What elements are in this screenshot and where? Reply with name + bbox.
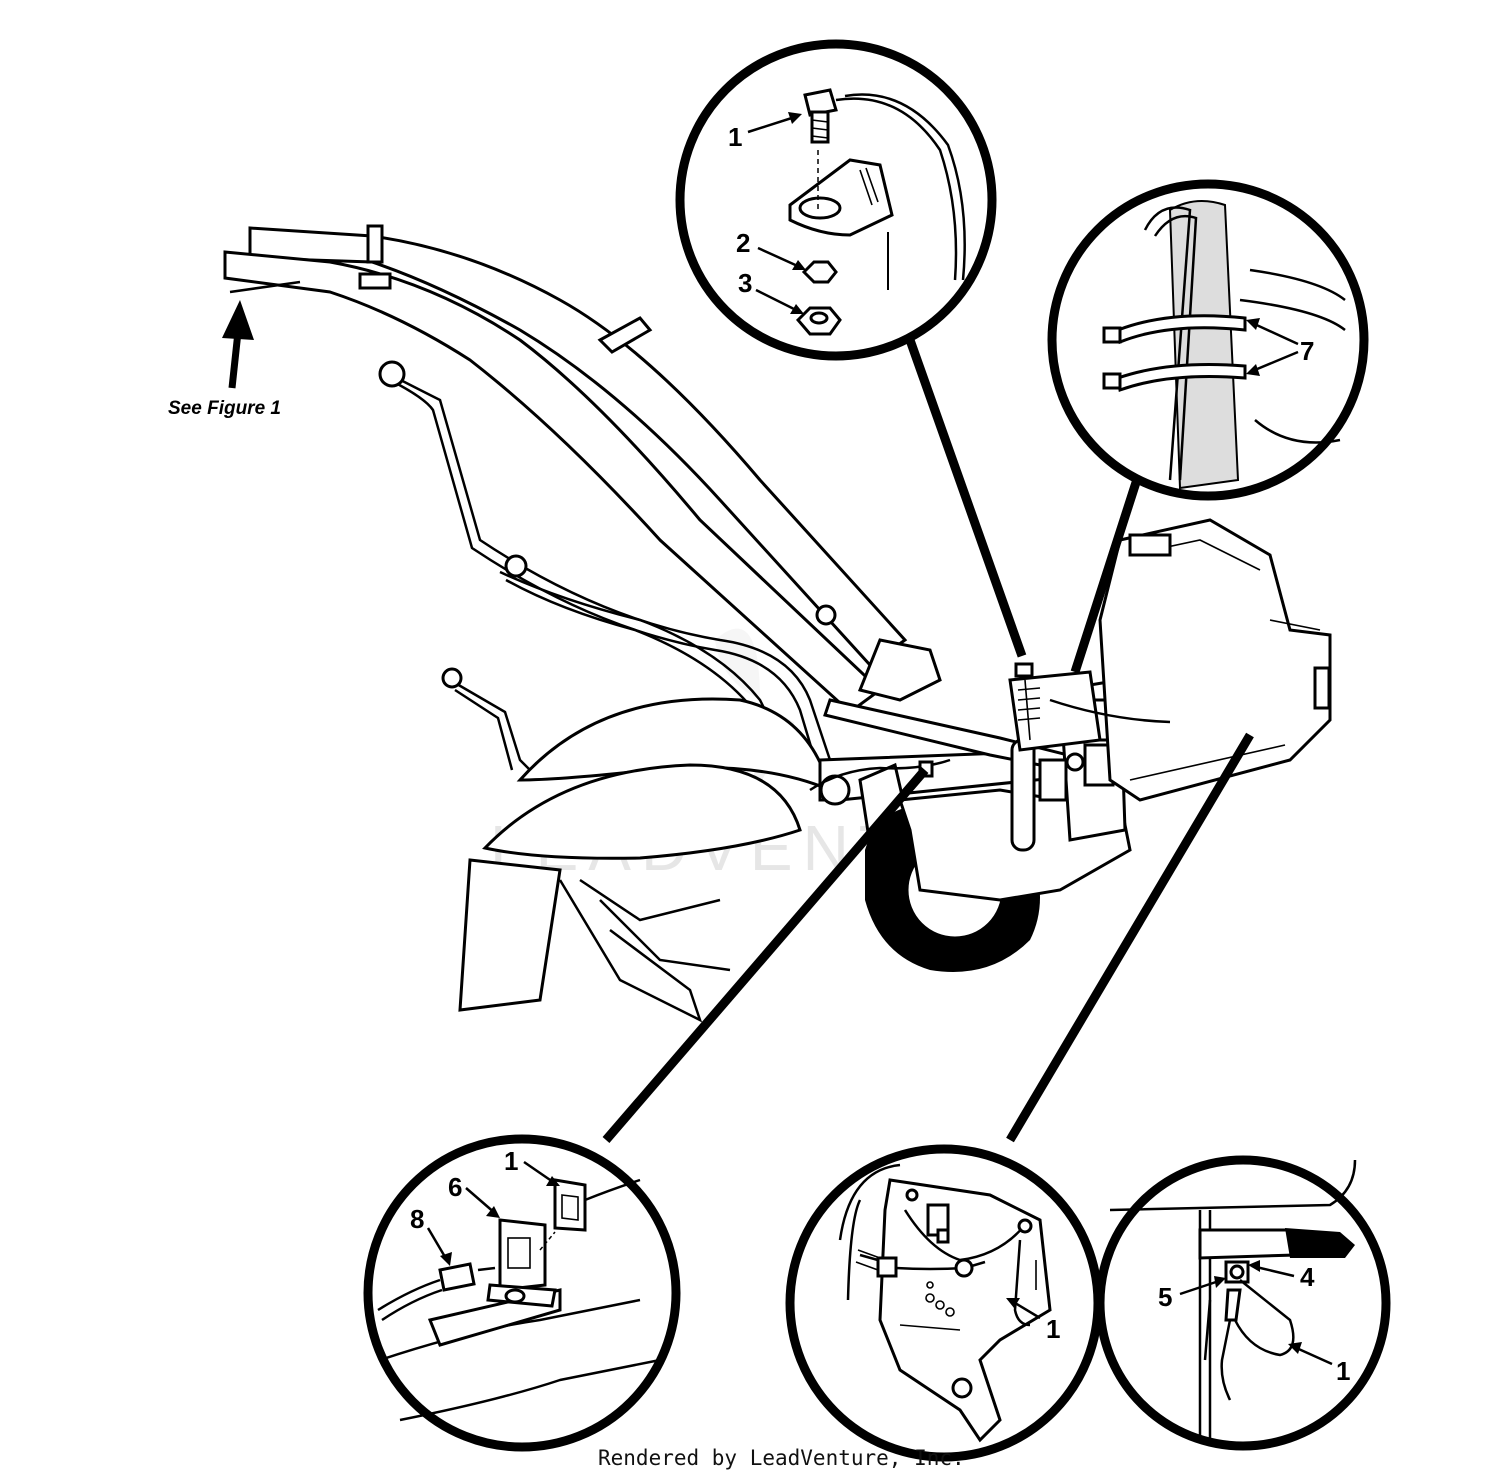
leader-lines: [602, 338, 1254, 1143]
callout-bracket-connector: 1: [504, 1146, 518, 1176]
see-figure-note: See Figure 1: [168, 398, 281, 419]
engine: [1098, 518, 1332, 802]
callout-engine-wire: 1: [1046, 1314, 1060, 1344]
tine-shield: [458, 697, 833, 1023]
detail-circle-terminal: 4 5 1: [1095, 1155, 1391, 1451]
footer-credit: Rendered by LeadVenture, Inc.: [598, 1446, 965, 1470]
control-levers: [378, 360, 837, 781]
detail-circle-straps: 7: [1047, 179, 1369, 501]
callout-tie-straps: 7: [1300, 336, 1314, 366]
transmission-housing: [897, 678, 1132, 902]
see-figure-arrow: [222, 300, 254, 389]
tiller-illustration: See Figure 1: [168, 224, 1332, 1023]
detail-circle-engine: 1: [785, 1144, 1103, 1462]
callout-wire-end: 8: [410, 1204, 424, 1234]
detail-circle-bracket: 1 6 8: [363, 1134, 681, 1452]
callout-bracket: 6: [448, 1172, 462, 1202]
callout-lockwasher: 2: [736, 228, 750, 258]
detail-circle-top: 1 2 3: [675, 39, 997, 361]
callout-bolt: 1: [728, 122, 742, 152]
carburetor-linkage: [1008, 662, 1171, 752]
callout-ground-wire: 1: [1336, 1356, 1350, 1386]
callout-nut: 3: [738, 268, 752, 298]
callout-screw: 5: [1158, 1282, 1172, 1312]
handlebars: [223, 224, 942, 714]
callout-terminal: 4: [1300, 1262, 1315, 1292]
